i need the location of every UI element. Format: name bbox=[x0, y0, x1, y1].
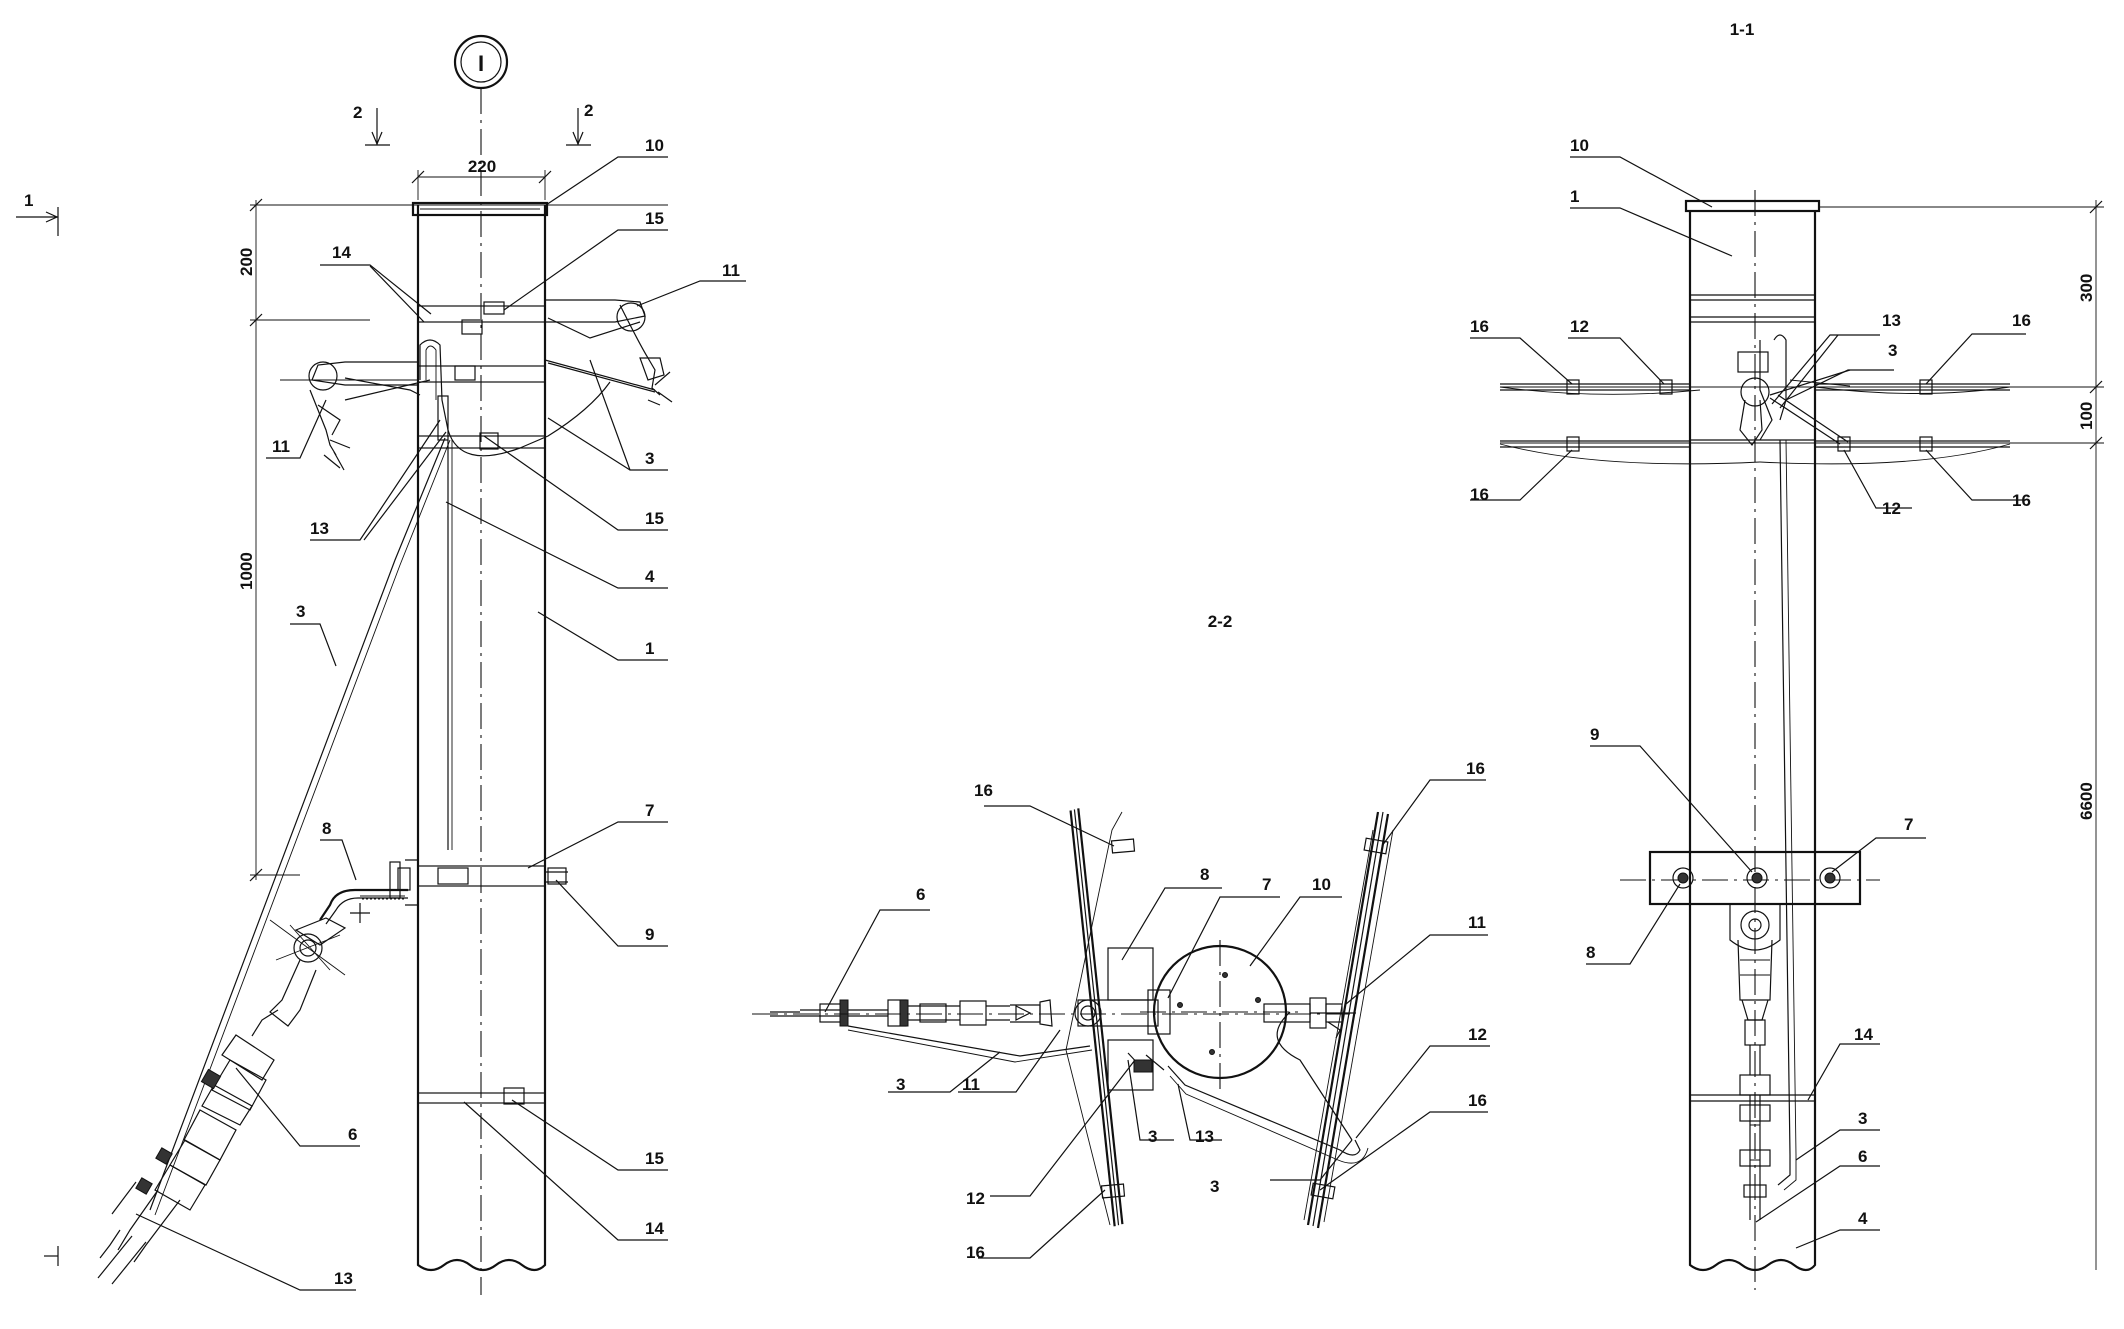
lower-crossarm-1-1 bbox=[1648, 850, 1862, 906]
callout-left-13b: 13 bbox=[334, 1269, 353, 1288]
callout-left-11b: 11 bbox=[272, 437, 290, 456]
callout-left-8: 8 bbox=[322, 819, 331, 838]
callout-s1-12a: 12 bbox=[1570, 317, 1589, 336]
callout-s1-9: 9 bbox=[1590, 725, 1599, 744]
callout-s2-8: 8 bbox=[1200, 865, 1209, 884]
callout-s1-7: 7 bbox=[1904, 815, 1913, 834]
callout-s1-16a: 16 bbox=[1470, 317, 1489, 336]
pole-cap bbox=[411, 201, 549, 217]
upper-conductor-bundles bbox=[1499, 379, 2011, 465]
callout-left-1: 1 bbox=[645, 639, 654, 658]
section-1-1-title: 1-1 bbox=[1730, 20, 1755, 39]
callout-s1-4: 4 bbox=[1858, 1209, 1868, 1228]
section-cut-2-right-label: 2 bbox=[584, 101, 593, 120]
dim-width: 220 bbox=[468, 157, 496, 176]
callout-left-3b: 3 bbox=[296, 602, 305, 621]
axis-marker-label: I bbox=[478, 51, 484, 76]
diagonal-wire bbox=[149, 437, 446, 1211]
dim-1-1-top: 300 bbox=[2077, 274, 2096, 302]
section-cut-2-left-label: 2 bbox=[353, 103, 362, 122]
callout-left-13a: 13 bbox=[310, 519, 329, 538]
callout-left-15a: 15 bbox=[645, 209, 664, 228]
callout-s2-7: 7 bbox=[1262, 875, 1271, 894]
callout-s2-16c: 16 bbox=[1468, 1091, 1487, 1110]
left-view: I 2 2 1 220 200 1000 bbox=[16, 34, 746, 1295]
dim-top: 200 bbox=[237, 248, 256, 276]
third-band bbox=[417, 435, 546, 449]
callout-left-15b: 15 bbox=[645, 509, 664, 528]
pole-body bbox=[416, 205, 547, 1272]
section-2-2-callouts: 16 16 6 8 7 10 11 3 11 3 13 12 3 bbox=[824, 759, 1490, 1262]
dim-middle: 1000 bbox=[237, 552, 256, 590]
dim-1-1-middle: 100 bbox=[2077, 402, 2096, 430]
callout-left-15c: 15 bbox=[645, 1149, 664, 1168]
bracket-plate-2-2 bbox=[1107, 947, 1154, 1001]
callout-s2-11b: 11 bbox=[962, 1075, 980, 1094]
section-1-1-view: 1-1 300 100 6600 bbox=[1470, 20, 2104, 1290]
callout-s2-16a: 16 bbox=[974, 781, 993, 800]
lower-bracket-plate bbox=[405, 859, 419, 906]
callout-s1-3a: 3 bbox=[1888, 341, 1897, 360]
callout-left-9: 9 bbox=[645, 925, 654, 944]
section-2-2-title: 2-2 bbox=[1208, 612, 1233, 631]
callout-s2-3a: 3 bbox=[896, 1075, 905, 1094]
callout-s1-6: 6 bbox=[1858, 1147, 1867, 1166]
insulator-string bbox=[97, 917, 347, 1285]
second-band bbox=[417, 365, 546, 383]
callout-s1-16d: 16 bbox=[2012, 491, 2031, 510]
upper-left-bracket bbox=[311, 361, 418, 386]
callout-left-10: 10 bbox=[645, 136, 664, 155]
callout-s2-10: 10 bbox=[1312, 875, 1331, 894]
callout-s1-3b: 3 bbox=[1858, 1109, 1867, 1128]
callout-left-3a: 3 bbox=[645, 449, 654, 468]
callout-s1-10: 10 bbox=[1570, 136, 1589, 155]
section-2-2-view: 2-2 bbox=[752, 612, 1490, 1262]
callout-s2-13: 13 bbox=[1195, 1127, 1214, 1146]
section-1-1-callouts: 10 1 16 12 13 3 16 16 12 16 9 7 8 bbox=[1470, 136, 2031, 1249]
callout-s1-13: 13 bbox=[1882, 311, 1901, 330]
callout-left-7: 7 bbox=[645, 801, 654, 820]
dim-1-1-overall: 6600 bbox=[2077, 782, 2096, 820]
down-conductor-loop bbox=[419, 339, 611, 457]
section-cut-1-label: 1 bbox=[24, 191, 33, 210]
callout-s2-16d: 16 bbox=[966, 1243, 985, 1262]
callout-s1-1: 1 bbox=[1570, 187, 1579, 206]
callout-s1-12b: 12 bbox=[1882, 499, 1901, 518]
callout-left-11a: 11 bbox=[722, 261, 740, 280]
callout-s1-14: 14 bbox=[1854, 1025, 1873, 1044]
callout-left-6: 6 bbox=[348, 1125, 357, 1144]
callout-s2-12a: 12 bbox=[966, 1189, 985, 1208]
right-conductor-bundle bbox=[1303, 811, 1394, 1229]
callout-left-14b: 14 bbox=[645, 1219, 664, 1238]
callout-s2-11a: 11 bbox=[1468, 913, 1486, 932]
callout-s1-16b: 16 bbox=[2012, 311, 2031, 330]
callout-s2-16b: 16 bbox=[1466, 759, 1485, 778]
callout-s2-3c: 3 bbox=[1210, 1177, 1219, 1196]
insulator-string-1-1 bbox=[1729, 904, 1781, 1220]
pole-body-1-1 bbox=[1688, 210, 1817, 1272]
callout-s1-8: 8 bbox=[1586, 943, 1595, 962]
callout-left-14a: 14 bbox=[332, 243, 351, 262]
callout-s2-6: 6 bbox=[916, 885, 925, 904]
left-view-callouts: 10 15 11 14 3 15 11 13 4 1 3 7 bbox=[135, 136, 746, 1291]
callout-s2-12b: 12 bbox=[1468, 1025, 1487, 1044]
callout-s2-3b: 3 bbox=[1148, 1127, 1157, 1146]
callout-s1-16c: 16 bbox=[1470, 485, 1489, 504]
callout-left-4: 4 bbox=[645, 567, 655, 586]
